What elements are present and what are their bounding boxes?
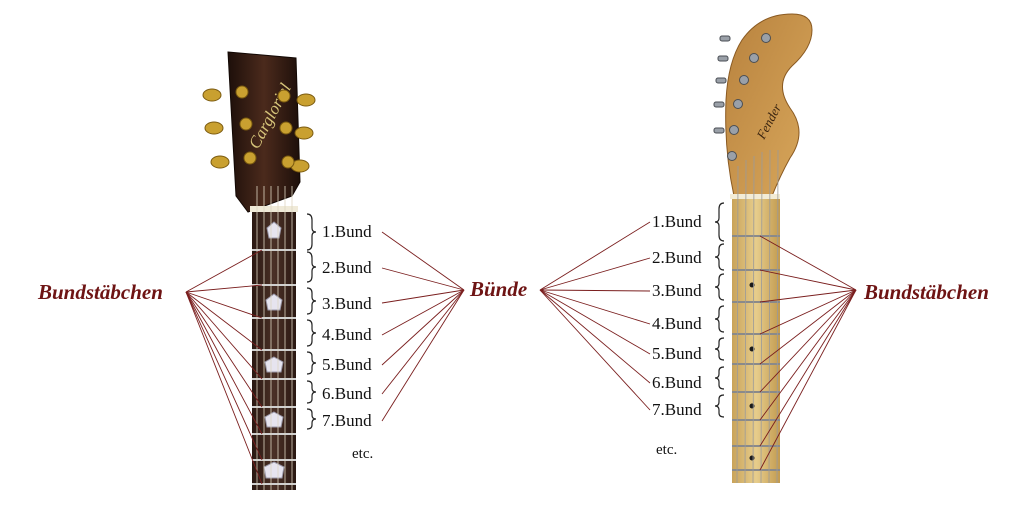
electric-nut <box>730 194 780 199</box>
electric-guitar: Fender <box>713 13 813 484</box>
right-fret-label-5: 5.Bund <box>652 344 702 363</box>
left-bundstaebchen-label: Bundstäbchen <box>38 280 163 304</box>
electric-fretboard <box>732 199 780 483</box>
acoustic-nut <box>250 206 298 212</box>
left-fret-braces <box>306 213 317 430</box>
left-fret-label-6: 6.Bund <box>322 384 372 403</box>
right-fret-label-4: 4.Bund <box>652 314 702 333</box>
electric-strings <box>736 149 779 484</box>
right-fret-braces <box>714 202 725 418</box>
right-fret-label-7: 7.Bund <box>652 400 702 419</box>
right-fret-label-3: 3.Bund <box>652 281 702 300</box>
left-fret-label-1: 1.Bund <box>322 222 372 241</box>
left-fret-label-3: 3.Bund <box>322 294 372 313</box>
left-fret-label-4: 4.Bund <box>322 325 372 344</box>
left-fret-label-7: 7.Bund <box>322 411 372 430</box>
right-fret-label-1: 1.Bund <box>652 212 702 231</box>
right-bundstaebchen-leaders <box>759 235 857 471</box>
left-etc-label: etc. <box>352 446 374 462</box>
electric-frets <box>732 235 780 471</box>
right-etc-label: etc. <box>656 442 678 458</box>
left-fret-label-5: 5.Bund <box>322 355 372 374</box>
center-buende-left-leaders <box>381 231 465 422</box>
right-fret-label-2: 2.Bund <box>652 248 702 267</box>
electric-headstock <box>725 13 813 197</box>
left-fret-label-2: 2.Bund <box>322 258 372 277</box>
center-buende-label: Bünde <box>470 277 528 301</box>
right-fret-label-6: 6.Bund <box>652 373 702 392</box>
electric-tuners <box>713 33 771 161</box>
acoustic-frets <box>252 249 296 485</box>
acoustic-strings <box>256 186 293 490</box>
acoustic-guitar: Cargloriel <box>202 51 316 490</box>
left-bundstaebchen-leaders <box>185 249 263 485</box>
center-buende-right-leaders <box>539 221 651 411</box>
acoustic-tuners <box>202 85 316 173</box>
right-bundstaebchen-label: Bundstäbchen <box>864 280 989 304</box>
